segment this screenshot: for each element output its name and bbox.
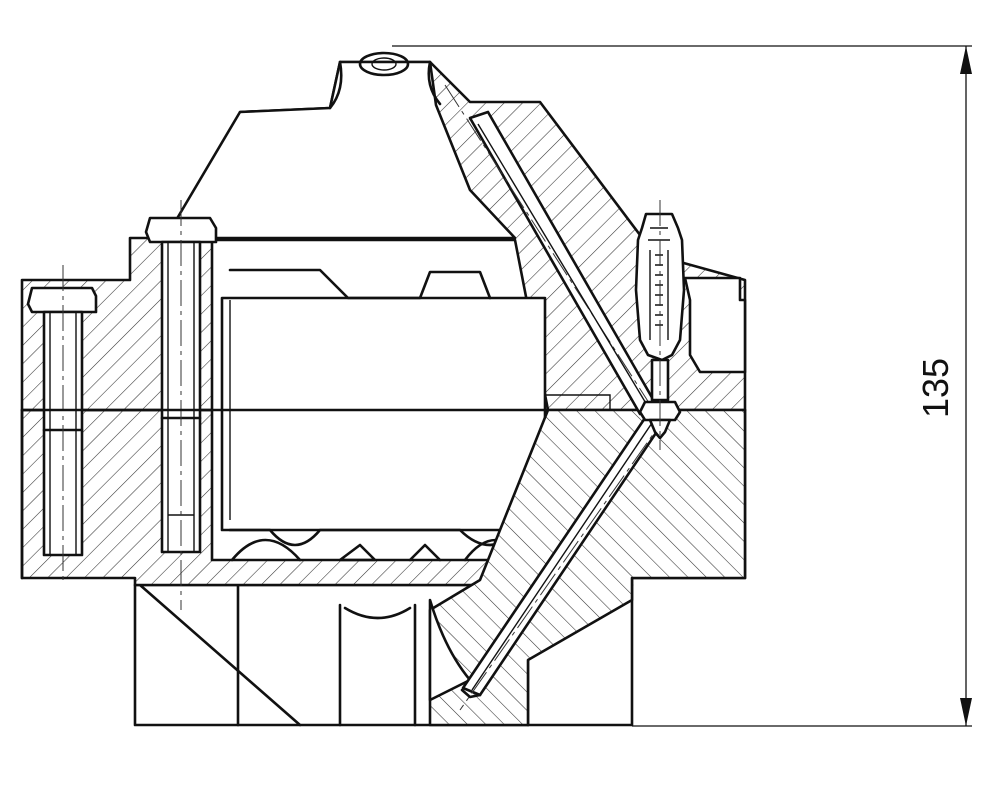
bleed-screw [634, 200, 686, 450]
piston-bore [210, 238, 611, 562]
main-housing-upper [20, 51, 747, 412]
dimension-label: 135 [915, 358, 956, 418]
bolt-left [26, 265, 98, 585]
height-dimension: 135 [392, 45, 972, 727]
bolt-center [144, 200, 218, 610]
